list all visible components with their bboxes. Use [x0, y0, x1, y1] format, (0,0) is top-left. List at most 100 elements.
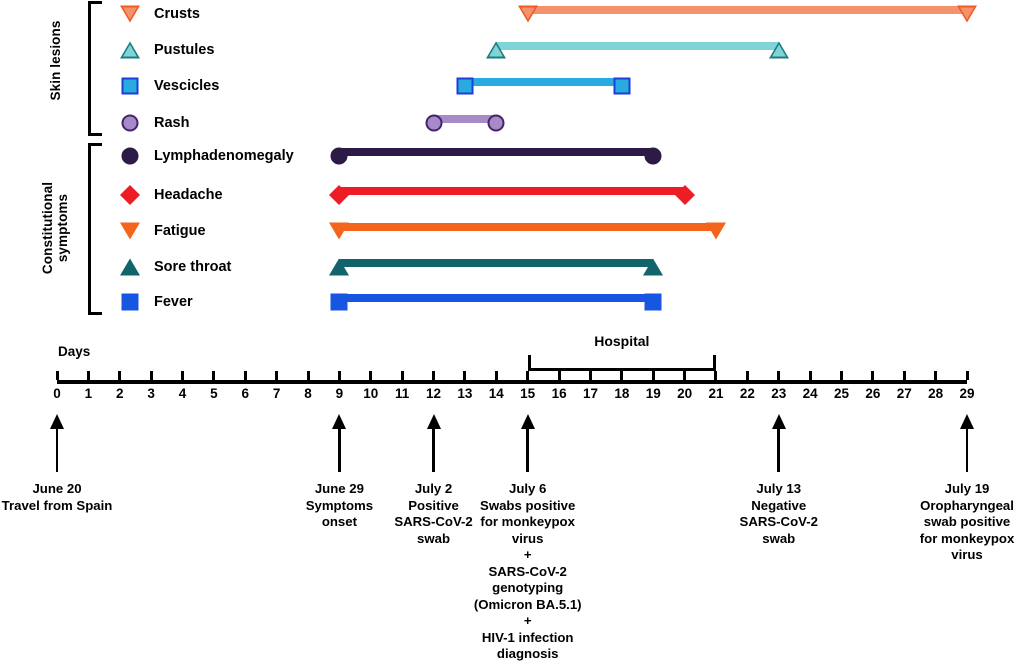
timeline-bar-pustules[interactable] — [496, 42, 779, 50]
event-caption-29: July 19 Oropharyngeal swab positive for … — [919, 481, 1015, 562]
triangle-down-marker — [120, 222, 140, 240]
axis-tick-label-0: 0 — [53, 386, 61, 401]
axis-tick-label-26: 26 — [865, 386, 881, 401]
marker-start-fatigue — [329, 222, 350, 240]
axis-tick-label-12: 12 — [426, 386, 442, 401]
axis-tick-6 — [243, 371, 247, 380]
axis-tick-24 — [808, 371, 812, 380]
marker-start-pustules — [486, 41, 507, 59]
axis-line — [57, 380, 968, 384]
axis-tick-label-9: 9 — [335, 386, 344, 401]
legend-item-lymphadenomegaly[interactable]: Lymphadenomegaly — [118, 145, 294, 167]
square-marker — [121, 77, 139, 95]
axis-tick-20 — [683, 371, 687, 380]
event-caption-23: July 13 Negative SARS-CoV-2 swab — [739, 481, 818, 546]
legend-item-rash[interactable]: Rash — [118, 112, 189, 134]
axis-tick-label-11: 11 — [395, 386, 410, 401]
event-arrow-stem-23 — [777, 428, 780, 472]
axis-tick-15 — [526, 371, 530, 380]
legend-item-sore-throat[interactable]: Sore throat — [118, 256, 231, 278]
timeline-bar-rash[interactable] — [433, 115, 497, 123]
legend-label-fever: Fever — [154, 294, 193, 310]
diamond-marker — [120, 185, 140, 205]
triangle-down-marker-fill — [520, 7, 535, 20]
timeline-bar-fever[interactable] — [339, 294, 654, 302]
timeline-bar-crusts[interactable] — [527, 6, 967, 14]
axis-tick-label-15: 15 — [520, 386, 536, 401]
axis-tick-9 — [337, 371, 341, 380]
axis-tick-29 — [965, 371, 969, 380]
timeline-bar-sore-throat[interactable] — [339, 259, 654, 267]
triangle-up-marker — [120, 41, 140, 59]
legend-item-pustules[interactable]: Pustules — [118, 39, 214, 61]
axis-tick-16 — [557, 371, 561, 380]
event-caption-15: July 6 Swabs positive for monkeypox viru… — [473, 481, 582, 661]
axis-tick-label-22: 22 — [739, 386, 755, 401]
axis-tick-25 — [840, 371, 843, 380]
marker-end-rash — [487, 114, 505, 132]
axis-tick-18 — [620, 371, 624, 380]
axis-tick-label-6: 6 — [241, 386, 250, 401]
timeline-bar-headache[interactable] — [339, 187, 685, 195]
axis-tick-26 — [871, 371, 875, 380]
axis-tick-label-5: 5 — [210, 386, 218, 401]
marker-start-vescicles — [456, 77, 474, 95]
circle-marker — [121, 147, 139, 165]
event-arrow-stem-12 — [432, 428, 435, 472]
triangle-down-marker-fill — [332, 224, 347, 237]
event-arrow-stem-0 — [55, 428, 59, 472]
marker-end-lymphadenomegaly — [644, 147, 662, 165]
marker-start-fever — [330, 293, 348, 311]
event-arrow-stem-29 — [965, 428, 969, 472]
axis-tick-10 — [369, 371, 373, 380]
marker-end-sore-throat — [643, 258, 664, 276]
marker-end-fever — [644, 293, 662, 311]
timeline-bar-fatigue[interactable] — [339, 223, 716, 231]
triangle-up-marker-fill — [771, 44, 786, 57]
legend-item-headache[interactable]: Headache — [118, 184, 223, 206]
timeline-bar-lymphadenomegaly[interactable] — [339, 148, 654, 156]
axis-tick-0 — [55, 371, 59, 380]
legend-item-fatigue[interactable]: Fatigue — [118, 220, 206, 242]
marker-end-pustules — [768, 41, 789, 59]
timeline-bar-vescicles[interactable] — [464, 78, 622, 86]
axis-tick-label-14: 14 — [488, 386, 504, 401]
axis-tick-4 — [181, 371, 185, 380]
legend-label-fatigue: Fatigue — [154, 223, 206, 239]
hospital-label: Hospital — [594, 333, 650, 349]
axis-tick-5 — [212, 371, 216, 380]
axis-tick-label-4: 4 — [178, 386, 187, 401]
legend-item-vescicles[interactable]: Vescicles — [118, 75, 219, 97]
triangle-down-marker — [120, 5, 140, 23]
axis-tick-14 — [494, 371, 498, 380]
axis-tick-label-21: 21 — [708, 386, 724, 401]
axis-tick-label-7: 7 — [272, 386, 281, 401]
legend-label-headache: Headache — [154, 187, 223, 203]
axis-tick-22 — [745, 371, 749, 380]
marker-start-lymphadenomegaly — [330, 147, 348, 165]
legend-item-fever[interactable]: Fever — [118, 291, 193, 313]
axis-tick-label-10: 10 — [363, 386, 379, 401]
event-arrow-head-0 — [50, 414, 64, 429]
triangle-down-marker-fill — [960, 7, 975, 20]
triangle-down-marker-fill — [708, 224, 723, 237]
axis-tick-28 — [934, 371, 938, 380]
axis-tick-23 — [777, 371, 781, 380]
legend-label-vescicles: Vescicles — [154, 78, 220, 94]
legend-label-pustules: Pustules — [154, 42, 215, 58]
event-caption-0: June 20 Travel from Spain — [1, 481, 113, 513]
event-arrow-stem-15 — [526, 428, 529, 472]
axis-tick-2 — [118, 371, 122, 380]
legend-item-crusts[interactable]: Crusts — [118, 3, 200, 25]
legend-label-rash: Rash — [154, 115, 190, 131]
axis-tick-label-28: 28 — [928, 386, 944, 401]
axis-tick-label-3: 3 — [147, 386, 155, 401]
axis-tick-27 — [902, 371, 906, 380]
axis-tick-7 — [275, 371, 279, 380]
marker-start-sore-throat — [329, 258, 350, 276]
axis-tick-8 — [306, 371, 310, 380]
group-label-constitutional-symptoms: Constitutional symptoms — [40, 181, 70, 275]
group-bracket-constitutional-symptoms — [88, 143, 102, 315]
axis-tick-label-24: 24 — [802, 386, 818, 401]
axis-tick-label-20: 20 — [677, 386, 693, 401]
